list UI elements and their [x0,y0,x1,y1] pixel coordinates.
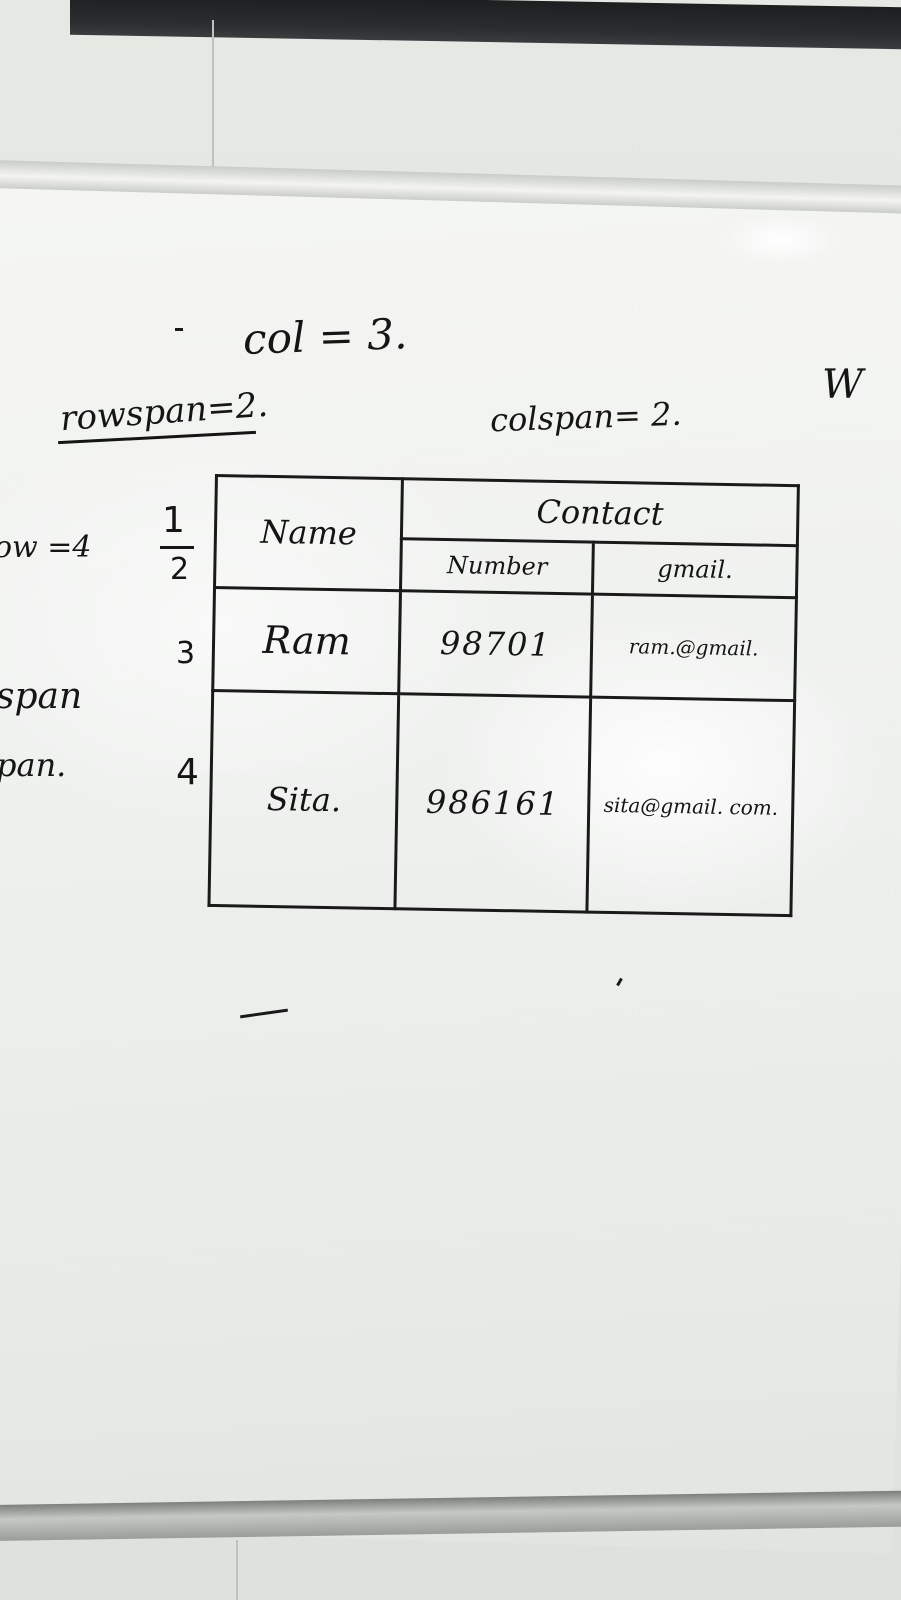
span-note-2: pan. [0,746,67,784]
span-note-1: span [0,676,83,717]
row-number-4: 4 [176,752,199,793]
row-2-number-cell: 986161 [395,693,591,913]
row-1-mail-cell: ram.@gmail. [590,593,797,701]
row-number-2: 2 [170,552,190,587]
edge-letter: W [822,362,864,408]
row-count-note: ow =4 [0,530,92,565]
ceiling-fixture [70,0,901,50]
wall-seam [212,20,214,170]
row-1-number-cell: 98701 [398,590,593,698]
row-number-3: 3 [176,636,196,671]
row-2-name-cell: Sita. [208,690,399,909]
drawn-table: Name Contact Number gmail. Ram 98701 ram… [207,474,799,917]
header-name-cell: Name [214,475,403,591]
row-number-divider [160,546,194,549]
row-1-name-cell: Ram [212,587,401,694]
row-2-mail-cell: sita@gmail. com. [587,697,795,916]
subheader-number-cell: Number [400,538,594,594]
stray-ink-dot [175,328,183,331]
col-note: col = 3. [242,309,409,364]
row-number-1: 1 [162,500,185,541]
colspan-note: colspan= 2. [489,394,683,440]
header-contact-cell: Contact [401,478,799,546]
subheader-gmail-cell: gmail. [592,542,798,598]
wall-seam-bottom [236,1540,238,1600]
light-glare [720,215,840,265]
